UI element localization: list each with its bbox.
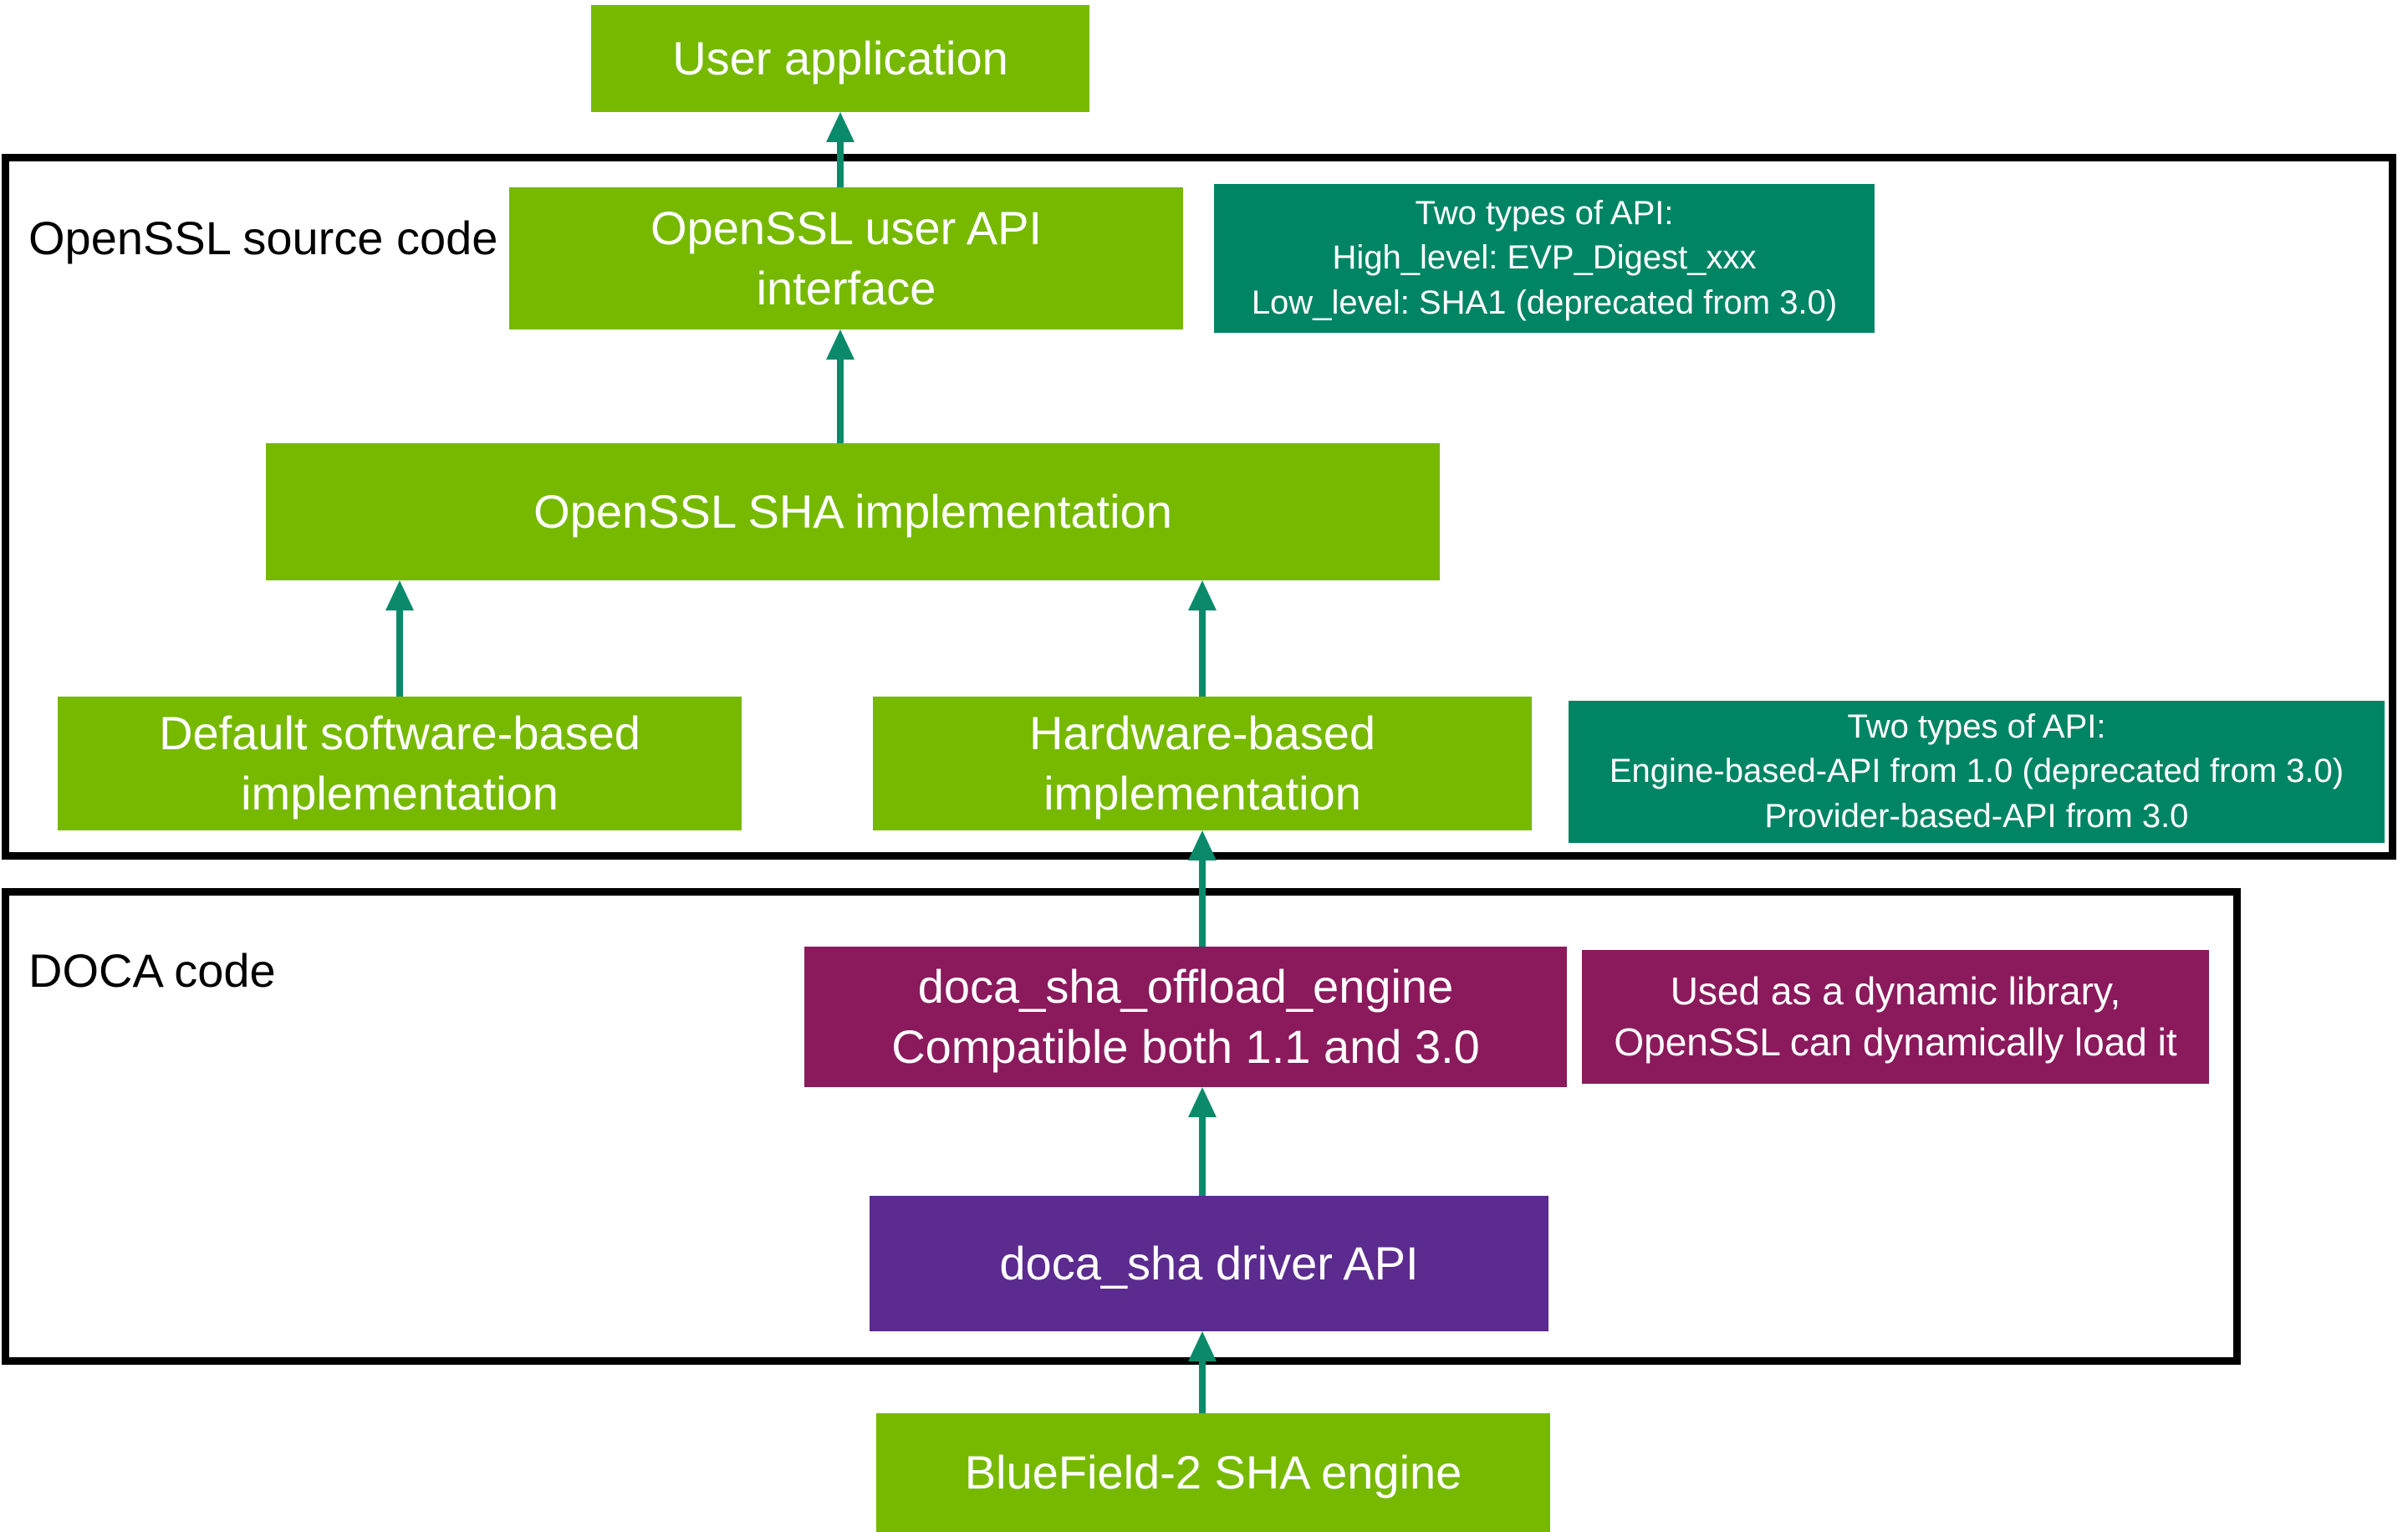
node-default-software-implementation: Default software-based implementation: [58, 697, 742, 830]
arrow-hardware-to-sha-implementation: [1188, 580, 1217, 698]
arrow-api-interface-to-user-application: [826, 112, 855, 189]
node-openssl-sha-implementation: OpenSSL SHA implementation: [266, 443, 1440, 580]
arrow-shaft: [396, 605, 403, 698]
node-hardware-implementation: Hardware-based implementation: [873, 697, 1532, 830]
arrow-shaft: [837, 137, 844, 189]
node-doca-sha-driver-api: doca_sha driver API: [870, 1196, 1548, 1331]
note-openssl-api-types: Two types of API: High_level: EVP_Digest…: [1214, 184, 1875, 333]
node-doca-sha-offload-engine: doca_sha_offload_engine Compatible both …: [804, 947, 1567, 1087]
arrow-driver-api-to-offload-engine: [1188, 1087, 1217, 1198]
doca-section-label: DOCA code: [28, 944, 276, 997]
arrow-sha-implementation-to-api-interface: [826, 329, 855, 445]
arrow-shaft: [1199, 605, 1206, 698]
node-bluefield2-sha-engine: BlueField-2 SHA engine: [876, 1413, 1550, 1532]
note-hardware-api-types: Two types of API: Engine-based-API from …: [1569, 701, 2385, 843]
arrow-shaft: [1199, 855, 1206, 948]
arrow-sha-engine-to-driver-api: [1188, 1331, 1217, 1415]
arrow-shaft: [1199, 1112, 1206, 1198]
note-dynamic-library: Used as a dynamic library, OpenSSL can d…: [1582, 950, 2209, 1084]
arrow-shaft: [837, 355, 844, 445]
node-user-application: User application: [591, 5, 1089, 112]
arrow-default-software-to-sha-implementation: [385, 580, 414, 698]
node-openssl-user-api-interface: OpenSSL user API interface: [509, 187, 1183, 329]
arrow-offload-engine-to-hardware: [1188, 830, 1217, 948]
arrow-shaft: [1199, 1356, 1206, 1415]
doca-code-section: [2, 888, 2241, 1365]
openssl-section-label: OpenSSL source code: [28, 212, 498, 264]
